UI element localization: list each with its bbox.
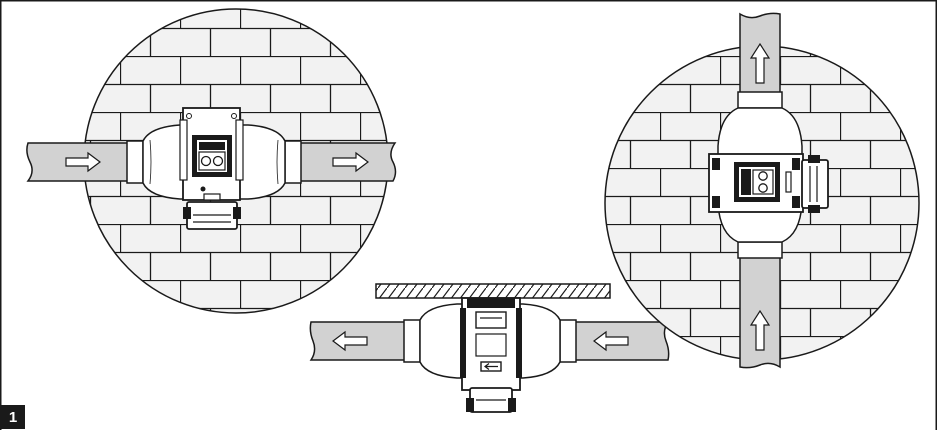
- duct-right: [299, 142, 397, 182]
- ceiling-view: [309, 283, 670, 413]
- airflow-arrow-icon: [749, 42, 771, 84]
- airflow-arrow-icon: [593, 330, 629, 352]
- airflow-arrow-icon: [332, 151, 369, 173]
- airflow-arrow-icon: [749, 309, 771, 351]
- wall-view-vertical: [604, 12, 920, 369]
- figure-number-badge: 1: [1, 405, 25, 429]
- duct-right: [574, 321, 670, 361]
- inline-fan-horizontal: [126, 107, 302, 230]
- inline-fan-vertical: [708, 91, 829, 259]
- display-window: [475, 311, 507, 329]
- airflow-arrow-icon: [332, 330, 368, 352]
- airflow-arrow-icon: [65, 151, 101, 173]
- ceiling-hatch: [375, 283, 611, 299]
- inline-fan-ceiling: [403, 297, 577, 413]
- airflow-arrow-icon: [484, 363, 498, 370]
- duct-top: [739, 12, 781, 94]
- duct-left: [309, 321, 406, 361]
- duct-left: [26, 142, 129, 182]
- wall-view-horizontal: [26, 8, 397, 314]
- control-module: [801, 159, 829, 209]
- duct-bottom: [739, 255, 781, 369]
